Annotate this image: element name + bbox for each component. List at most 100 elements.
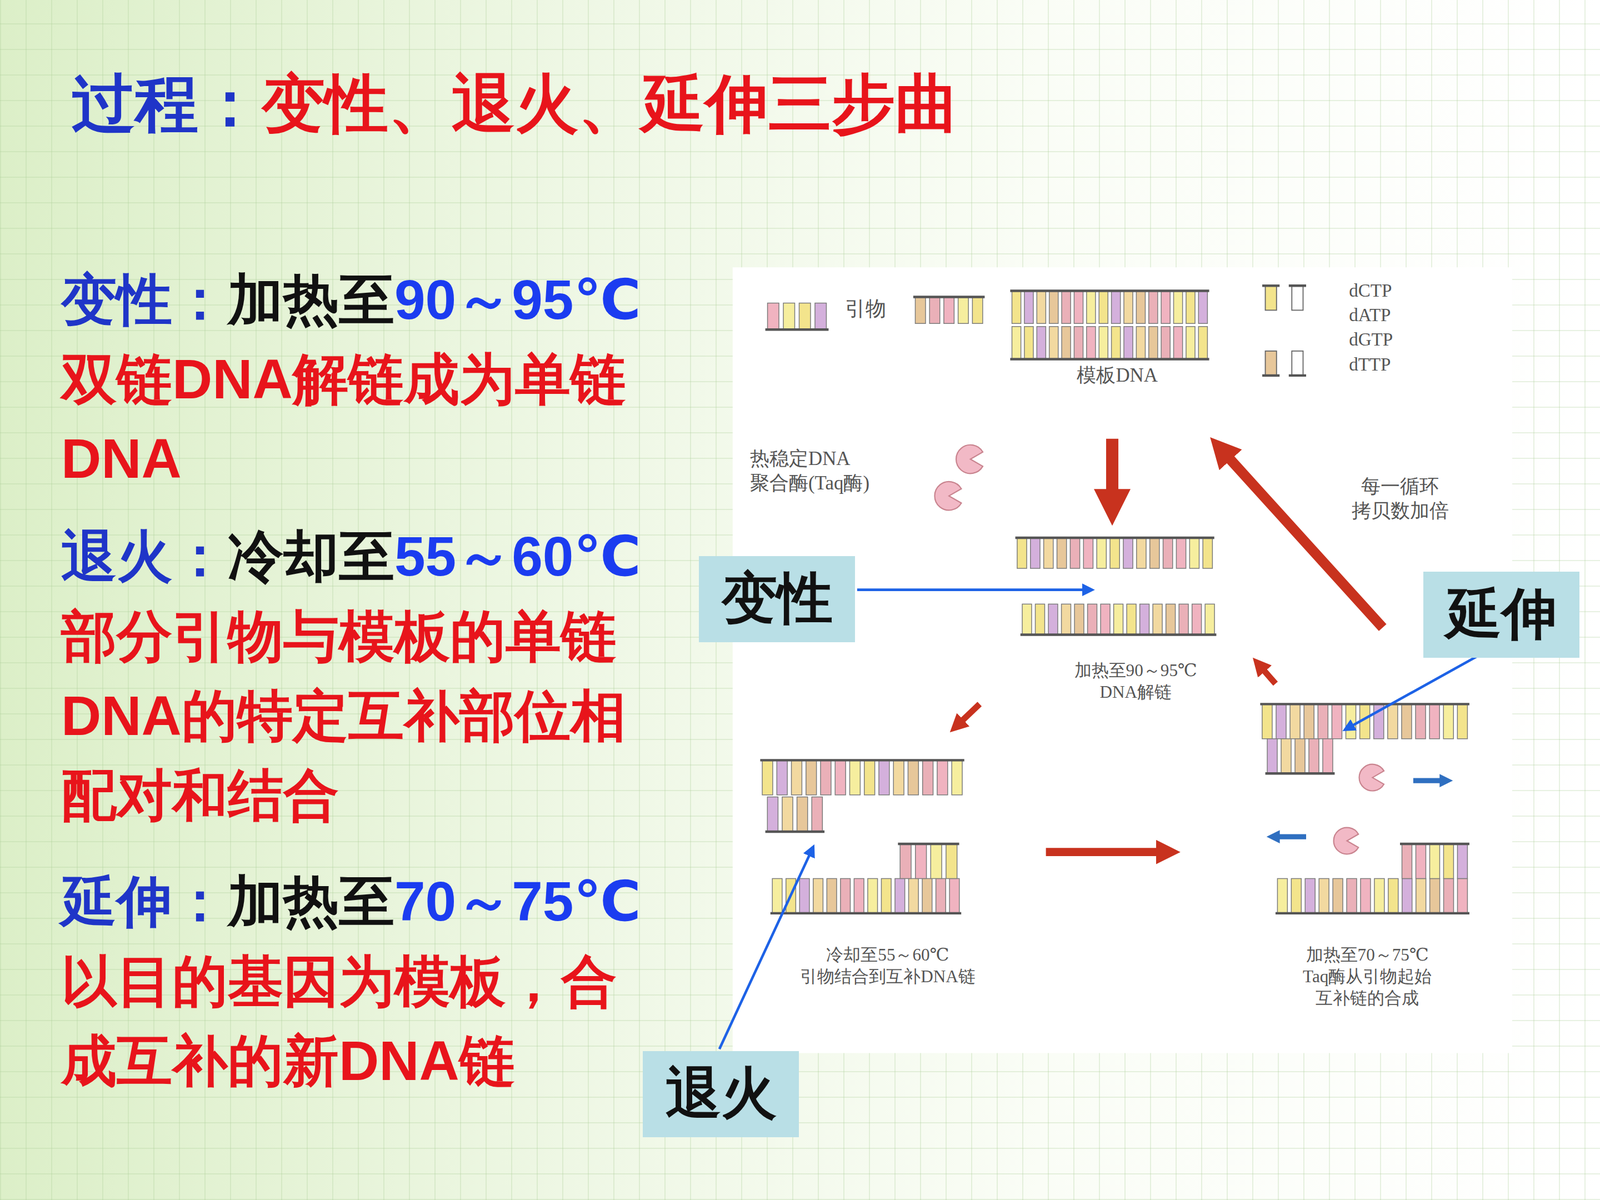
direction-arrow [1274,834,1307,840]
backbone [1288,374,1307,377]
dna-strand [1265,738,1335,774]
base-bar [915,843,927,879]
base-bar [1074,603,1084,635]
base-bar [798,303,810,330]
base-bar [772,878,783,913]
base-bar [1150,537,1160,569]
base-bar [1189,537,1199,569]
base-bar [1387,703,1398,739]
taq-enzymes [934,445,1384,855]
base-bar [1152,603,1163,635]
base-bar [1457,878,1468,913]
base-bar [1290,703,1300,739]
base-bar [1087,603,1098,635]
taq-enzyme [1333,827,1359,855]
base-bar [1035,603,1045,635]
dntp-symbol [1262,351,1280,376]
dntp-label: dTTP [1348,353,1391,377]
base-bar [1061,603,1072,635]
base-bar [799,878,810,913]
dntp-symbol [1262,285,1280,310]
base-bar [1308,738,1319,774]
base-bar [1126,603,1137,635]
base-bar [1198,290,1208,324]
base-bar [1374,878,1385,913]
base-bar [929,296,940,324]
callout-text: 变性 [721,561,833,637]
base-bar [1057,537,1067,569]
direction-arrow [1413,778,1445,784]
base-bar [1401,843,1412,879]
base-bar [922,878,933,913]
base-bar [878,760,890,795]
base-bar [1265,285,1277,310]
backbone [1015,536,1215,539]
base-bar [1322,738,1333,774]
stage-caption: 加热至90～95℃ DNA解链 [1068,659,1204,703]
dntp-label: dCTP [1348,279,1392,303]
backbone [1288,284,1307,287]
step-description: 以目的基因为模板，合成互补的新DNA链 [61,941,662,1101]
backbone [1262,284,1280,287]
base-bar [1012,290,1022,324]
base-bar [908,878,919,913]
backbone [1010,289,1209,292]
base-bar [1176,537,1186,569]
dna-strand [760,760,964,795]
backbone [1400,842,1470,845]
base-bar [1123,537,1133,569]
taq-enzyme [1359,764,1385,792]
base-bar [1295,738,1305,774]
base-bar [1148,290,1158,324]
base-bar [1098,326,1108,360]
illustration-ground [732,267,1513,1053]
base-bar [949,878,960,913]
stage-caption: 冷却至55～60℃ 引物结合到互补DNA链 [796,943,979,988]
base-bar [1024,290,1034,324]
base-bar [835,760,846,795]
base-bar [791,760,803,795]
backbone [913,295,985,298]
base-bar [1345,703,1356,739]
base-bar [853,878,864,913]
dna-strand [1400,843,1470,879]
base-bar [915,296,926,324]
step-name: 延伸： [61,861,228,942]
dntp-label: dATP [1348,303,1391,327]
base-bar [1291,285,1303,310]
base-bar [813,878,824,913]
base-bar [1100,603,1110,635]
backbone [765,328,829,331]
base-bar [1205,603,1215,635]
base-bar [1136,326,1145,360]
taq-enzyme [934,481,962,510]
cycle-arrow [959,703,980,724]
base-bar [936,878,947,913]
step-description: 双链DNA解链成为单链DNA [61,339,662,499]
base-bar [1123,290,1133,324]
base-bar [1332,878,1343,913]
base-bar [1416,878,1427,913]
base-bar [1277,878,1288,913]
base-bar [951,760,963,795]
enzyme-label: 热稳定DNA 聚合酶(Taq酶) [750,446,886,495]
base-bar [767,796,778,832]
base-bar [864,760,875,795]
step-action: 冷却至 [227,516,395,597]
base-bar [1148,326,1158,360]
title-part: 过程： [71,68,262,139]
slide-title: 过程：变性、退火、延伸三步曲 [71,62,959,145]
base-bar [1265,351,1277,376]
dntp-symbol [1288,351,1307,376]
base-bar [1443,878,1454,913]
backbone [770,912,962,915]
backbone [765,830,825,833]
base-bar [946,843,958,879]
dna-strand [770,878,962,913]
base-bar [1098,290,1108,324]
step-action: 加热至 [227,861,395,942]
base-bar [1198,326,1208,360]
base-bar [820,760,832,795]
dna-strand [1010,326,1209,360]
